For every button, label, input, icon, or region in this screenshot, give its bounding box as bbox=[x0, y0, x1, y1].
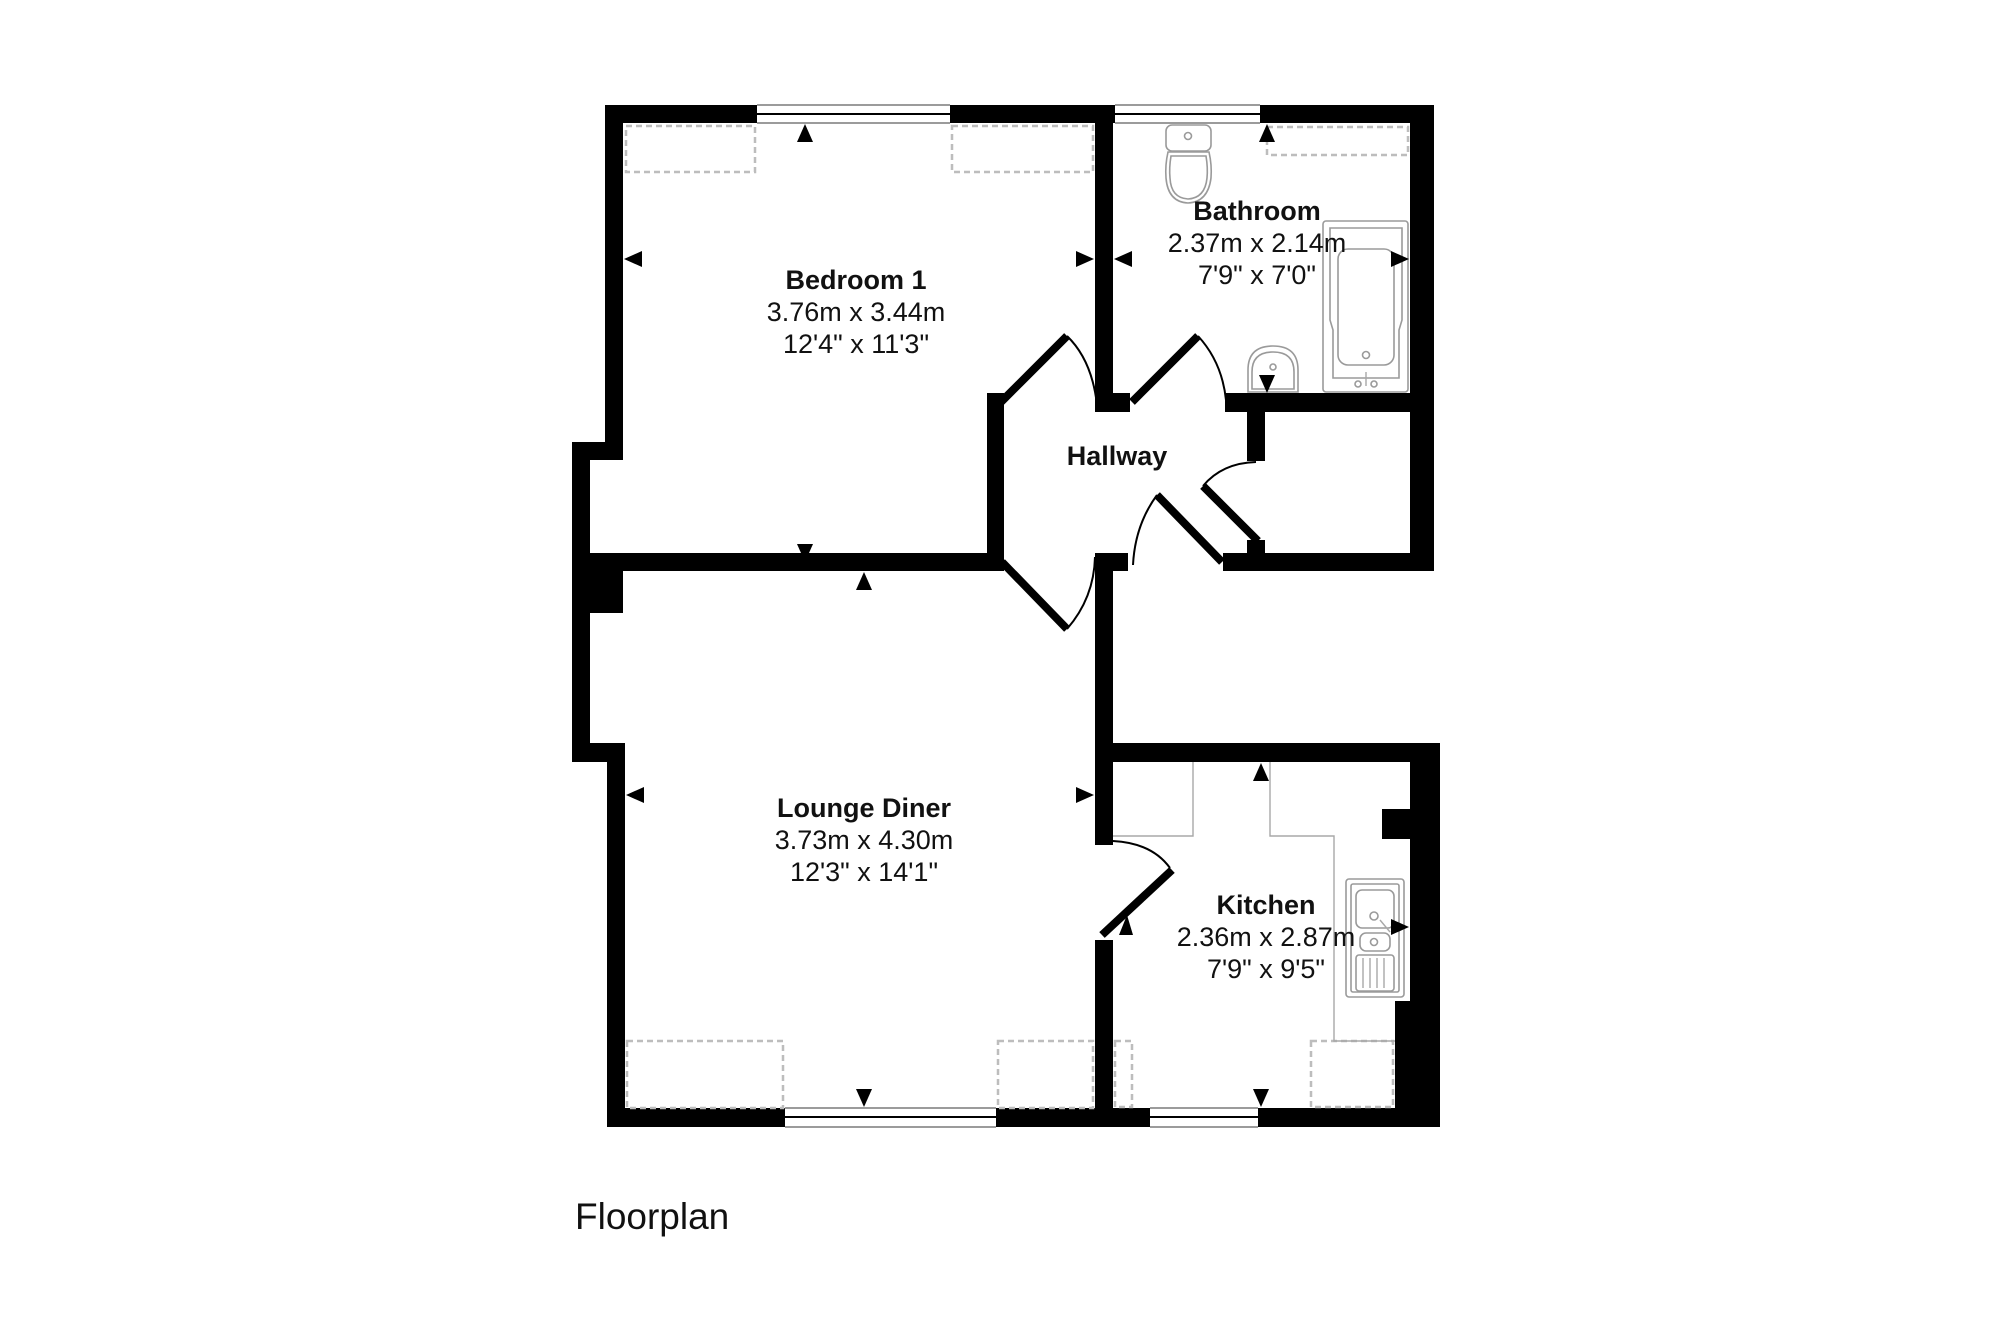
room-dimensions-metric: 3.73m x 4.30m bbox=[774, 825, 954, 855]
toilet-icon bbox=[1164, 124, 1213, 204]
room-label-hallway: Hallway bbox=[1067, 440, 1168, 472]
room-name: Bathroom bbox=[1193, 196, 1321, 226]
room-dimensions-metric: 3.76m x 3.44m bbox=[766, 297, 946, 327]
door-swing-icon bbox=[1099, 840, 1175, 938]
room-dimensions-imperial: 12'3" x 14'1" bbox=[789, 857, 939, 887]
room-label-bedroom-1: Bedroom 1 3.76m x 3.44m 12'4" x 11'3" bbox=[767, 264, 946, 360]
window-icon bbox=[1150, 1107, 1258, 1128]
window-icon bbox=[1115, 104, 1260, 124]
door-swing-icon bbox=[1200, 461, 1261, 544]
door-swing-icon bbox=[1132, 492, 1225, 566]
floorplan-caption: Floorplan bbox=[575, 1196, 730, 1237]
basin-icon bbox=[1247, 345, 1299, 393]
room-dimensions-metric: 2.36m x 2.87m bbox=[1176, 922, 1356, 952]
room-name: Bedroom 1 bbox=[785, 265, 927, 295]
door-swing-icon bbox=[998, 333, 1098, 406]
room-name: Lounge Diner bbox=[777, 793, 951, 823]
walls bbox=[572, 105, 1440, 1127]
bath-icon bbox=[1322, 220, 1409, 393]
room-dimensions-metric: 2.37m x 2.14m bbox=[1167, 228, 1347, 258]
door-swing-icon bbox=[999, 556, 1096, 632]
window-icon bbox=[757, 104, 950, 124]
room-dimensions-imperial: 7'9" x 9'5" bbox=[1206, 954, 1326, 984]
kitchen-worktop bbox=[1113, 762, 1395, 1042]
room-name: Hallway bbox=[1066, 441, 1168, 471]
measure-arrow-icon bbox=[624, 124, 1409, 1107]
furniture-outlines bbox=[624, 124, 1410, 1110]
room-dimensions-imperial: 7'9" x 7'0" bbox=[1197, 260, 1317, 290]
room-label-bathroom: Bathroom 2.37m x 2.14m 7'9" x 7'0" bbox=[1168, 195, 1347, 291]
sink-icon bbox=[1345, 878, 1405, 998]
room-dimensions-imperial: 12'4" x 11'3" bbox=[782, 329, 930, 359]
room-label-kitchen: Kitchen 2.36m x 2.87m 7'9" x 9'5" bbox=[1177, 889, 1356, 985]
room-label-lounge-diner: Lounge Diner 3.73m x 4.30m 12'3" x 14'1" bbox=[775, 792, 954, 888]
room-name: Kitchen bbox=[1216, 890, 1316, 920]
door-swing-icon bbox=[1129, 333, 1227, 405]
window-icon bbox=[785, 1107, 996, 1128]
